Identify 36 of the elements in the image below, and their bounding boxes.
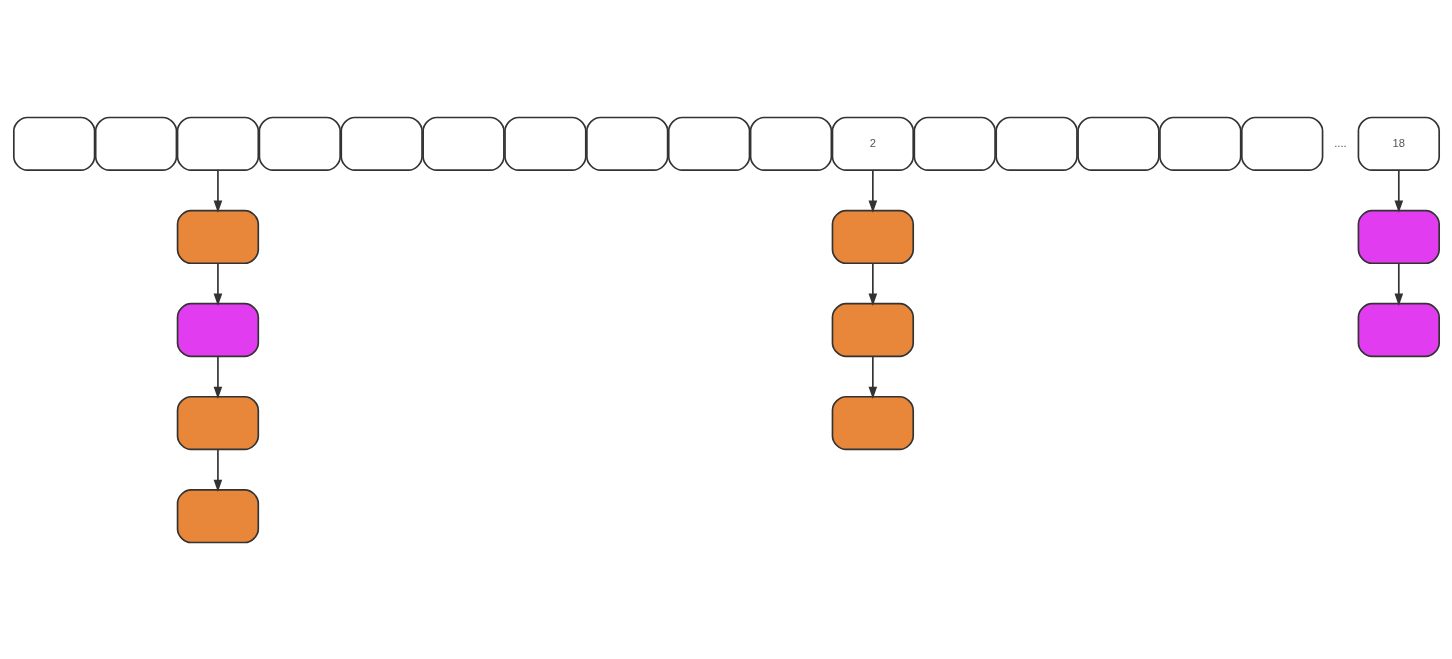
node-box bbox=[1357, 209, 1440, 264]
node-box bbox=[831, 302, 914, 357]
arrow bbox=[1394, 262, 1403, 306]
arrow bbox=[868, 355, 877, 399]
arrow bbox=[868, 168, 877, 213]
node-box bbox=[1240, 116, 1323, 171]
node-box bbox=[1076, 116, 1160, 171]
node-box bbox=[176, 209, 259, 264]
arrow bbox=[1394, 168, 1403, 213]
arrow bbox=[213, 262, 222, 306]
node-box bbox=[994, 116, 1078, 171]
node-box bbox=[176, 488, 259, 543]
node-box bbox=[421, 116, 505, 171]
arrow bbox=[213, 355, 222, 399]
node-box bbox=[1357, 302, 1440, 357]
node-box bbox=[176, 395, 259, 450]
node-box bbox=[258, 116, 341, 171]
node-box bbox=[749, 116, 832, 171]
node-box: 2 bbox=[831, 116, 914, 171]
arrow bbox=[868, 262, 877, 306]
node-box bbox=[94, 116, 177, 171]
node-box: 18 bbox=[1357, 116, 1440, 171]
node-box bbox=[667, 116, 750, 171]
arrow bbox=[213, 168, 222, 213]
node-box bbox=[176, 116, 259, 171]
node-box bbox=[503, 116, 587, 171]
node-box bbox=[831, 209, 914, 264]
arrow bbox=[213, 448, 222, 492]
node-box bbox=[339, 116, 423, 171]
node-box bbox=[585, 116, 668, 171]
node-box bbox=[1158, 116, 1241, 171]
node-box bbox=[913, 116, 996, 171]
node-box bbox=[831, 395, 914, 450]
node-box bbox=[176, 302, 259, 357]
label: .... bbox=[1333, 136, 1347, 149]
node-box bbox=[12, 116, 95, 171]
